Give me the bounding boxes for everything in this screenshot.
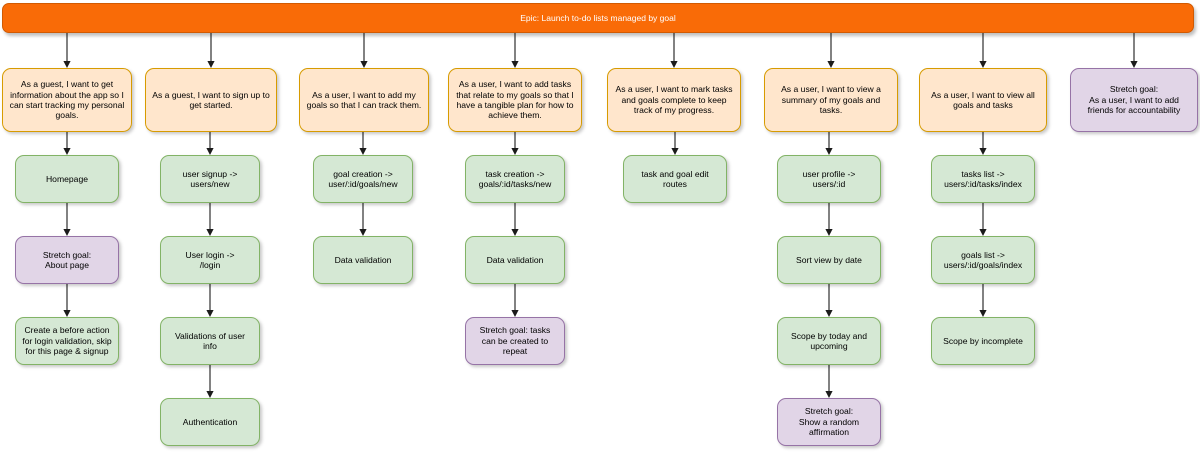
col-2-step-1-node[interactable]: user signup -> users/new	[160, 155, 260, 203]
col-1-step-1-node[interactable]: Homepage	[15, 155, 119, 203]
col-4-story-node[interactable]: As a user, I want to add tasks that rela…	[448, 68, 582, 132]
connector-col-7-step-1	[979, 132, 987, 155]
epic-header-node[interactable]: Epic: Launch to-do lists managed by goal	[2, 3, 1194, 33]
connector-col-7-step-2	[979, 203, 987, 236]
col-4-step-2-node[interactable]: Data validation	[465, 236, 565, 284]
connector-col-6-step-1	[825, 132, 833, 155]
col-3-story-node[interactable]: As a user, I want to add my goals so tha…	[299, 68, 429, 132]
col-6-step-2-node[interactable]: Sort view by date	[777, 236, 881, 284]
col-1-story-node[interactable]: As a guest, I want to get information ab…	[2, 68, 132, 132]
connector-col-2-step-1	[206, 132, 214, 155]
connector-epic-to-col-8-story	[1130, 33, 1138, 68]
col-4-step-3-node[interactable]: Stretch goal: tasks can be created to re…	[465, 317, 565, 365]
col-5-step-1-node[interactable]: task and goal edit routes	[623, 155, 727, 203]
col-7-step-3-node[interactable]: Scope by incomplete	[931, 317, 1035, 365]
connector-epic-to-col-3-story	[360, 33, 368, 68]
col-2-step-3-node[interactable]: Validations of user info	[160, 317, 260, 365]
col-7-step-1-node[interactable]: tasks list -> users/:id/tasks/index	[931, 155, 1035, 203]
col-8-story-node[interactable]: Stretch goal: As a user, I want to add f…	[1070, 68, 1198, 132]
connector-epic-to-col-5-story	[670, 33, 678, 68]
connector-col-6-step-2	[825, 203, 833, 236]
connector-col-3-step-1	[359, 132, 367, 155]
col-7-story-node[interactable]: As a user, I want to view all goals and …	[919, 68, 1047, 132]
col-2-story-node[interactable]: As a guest, I want to sign up to get sta…	[145, 68, 277, 132]
connector-col-2-step-4	[206, 365, 214, 398]
col-1-step-2-node[interactable]: Stretch goal: About page	[15, 236, 119, 284]
col-5-story-node[interactable]: As a user, I want to mark tasks and goal…	[607, 68, 741, 132]
connector-col-7-step-3	[979, 284, 987, 317]
connector-col-5-step-1	[671, 132, 679, 155]
connector-col-4-step-3	[511, 284, 519, 317]
connector-col-4-step-1	[511, 132, 519, 155]
connector-col-2-step-2	[206, 203, 214, 236]
col-4-step-1-node[interactable]: task creation -> goals/:id/tasks/new	[465, 155, 565, 203]
col-2-step-2-node[interactable]: User login -> /login	[160, 236, 260, 284]
connector-epic-to-col-7-story	[979, 33, 987, 68]
col-2-step-4-node[interactable]: Authentication	[160, 398, 260, 446]
connector-epic-to-col-4-story	[511, 33, 519, 68]
col-7-step-2-node[interactable]: goals list -> users/:id/goals/index	[931, 236, 1035, 284]
connector-col-4-step-2	[511, 203, 519, 236]
connector-col-3-step-2	[359, 203, 367, 236]
col-1-step-3-node[interactable]: Create a before action for login validat…	[15, 317, 119, 365]
connector-col-6-step-3	[825, 284, 833, 317]
connector-epic-to-col-6-story	[827, 33, 835, 68]
connector-epic-to-col-2-story	[207, 33, 215, 68]
col-6-story-node[interactable]: As a user, I want to view a summary of m…	[764, 68, 898, 132]
connector-col-1-step-2	[63, 203, 71, 236]
connector-col-6-step-4	[825, 365, 833, 398]
col-6-step-4-node[interactable]: Stretch goal: Show a random affirmation	[777, 398, 881, 446]
col-3-step-2-node[interactable]: Data validation	[313, 236, 413, 284]
connector-col-2-step-3	[206, 284, 214, 317]
col-6-step-1-node[interactable]: user profile -> users/:id	[777, 155, 881, 203]
connector-epic-to-col-1-story	[63, 33, 71, 68]
connector-col-1-step-1	[63, 132, 71, 155]
col-6-step-3-node[interactable]: Scope by today and upcoming	[777, 317, 881, 365]
connector-col-1-step-3	[63, 284, 71, 317]
col-3-step-1-node[interactable]: goal creation -> user/:id/goals/new	[313, 155, 413, 203]
